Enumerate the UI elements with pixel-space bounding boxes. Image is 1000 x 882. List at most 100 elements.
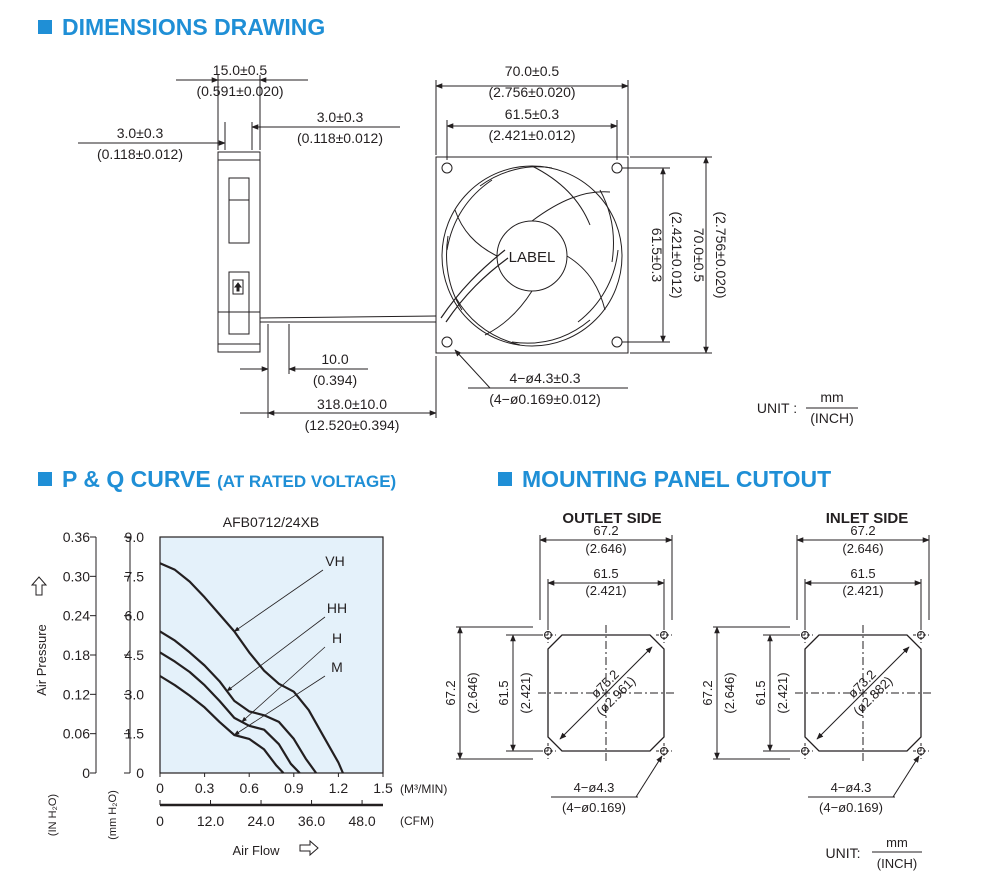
series-M-curve (159, 675, 285, 774)
inlet-pitch-label: 61.5 (850, 566, 875, 581)
dimensions-drawing (78, 75, 858, 418)
y-tick-label-in: 0.30 (63, 568, 90, 584)
y-tick-label-in: 0.12 (63, 686, 90, 702)
y-tick-label-mm: 6.0 (125, 608, 145, 624)
x-tick-label-m3min: 0 (156, 780, 164, 796)
section-subtitle: (AT RATED VOLTAGE) (217, 472, 397, 491)
x-unit-primary: (M³/MIN) (400, 782, 447, 796)
series-H-curve (159, 651, 301, 774)
rib-left-inch-label: (0.118±0.012) (97, 146, 183, 162)
series-M-leader (233, 675, 326, 736)
series-HH-leader (226, 616, 326, 692)
arrow-right-icon (299, 839, 319, 857)
outlet-v-pitch-inch-label: (2.421) (518, 672, 533, 713)
series-VH-label: VH (325, 553, 344, 569)
series-H-label: H (332, 630, 342, 646)
inlet-v-overall-inch-label: (2.646) (722, 672, 737, 713)
outlet-overall-inch-label: (2.646) (585, 541, 626, 556)
mounting-unit-prefix: UNIT: (826, 845, 861, 861)
lead-length-label: 318.0±10.0 (317, 396, 387, 412)
x-axis-label: Air Flow (233, 843, 281, 858)
side-width-label: 15.0±0.5 (213, 62, 268, 78)
fan-label-text: LABEL (509, 249, 556, 266)
outlet-overall-label: 67.2 (593, 523, 618, 538)
inlet-v-pitch-label: 61.5 (753, 680, 768, 705)
section-dimensions-drawing: DIMENSIONS DRAWING (38, 14, 325, 41)
y-tick-label-in: 0.18 (63, 647, 90, 663)
outlet-diameter-line (559, 646, 653, 740)
fan-side-view (217, 151, 437, 353)
x-tick-label-cfm: 0 (156, 813, 164, 829)
inlet-holes-inch-label: (4−ø0.169) (819, 800, 883, 815)
axis-layer: 9.07.56.04.53.01.500.360.300.240.180.120… (63, 529, 393, 829)
unit-prefix: UNIT : (757, 400, 797, 416)
side-width-inch-label: (0.591±0.020) (196, 83, 283, 99)
inlet-v-pitch-inch-label: (2.421) (775, 672, 790, 713)
y-axis-label: Air Pressure (34, 624, 49, 696)
wire-strip-inch-label: (0.394) (313, 372, 357, 388)
hole-pitch-inch-label: (2.421±0.012) (488, 127, 575, 143)
section-title: MOUNTING PANEL CUTOUT (522, 466, 832, 492)
y-tick-label-mm: 3.0 (125, 686, 145, 702)
series-M-label: M (331, 659, 343, 675)
vertical-pitch-label: 61.5±0.3 (649, 228, 665, 283)
hole-pitch-label: 61.5±0.3 (505, 106, 560, 122)
outlet-holes-label: 4−ø4.3 (574, 780, 615, 795)
inlet-holes-label: 4−ø4.3 (831, 780, 872, 795)
wire-strip-label: 10.0 (321, 351, 348, 367)
x-tick-label-cfm: 48.0 (348, 813, 375, 829)
outlet-hole-leader (635, 755, 663, 798)
y-tick-label-mm: 0 (136, 765, 144, 781)
x-tick-label-m3min: 0.6 (239, 780, 259, 796)
y-tick-label-in: 0 (82, 765, 90, 781)
section-bullet-icon (498, 472, 512, 486)
y-tick-label-in: 0.06 (63, 726, 90, 742)
section-title: DIMENSIONS DRAWING (62, 14, 326, 40)
outlet-dimension-labels: 67.2(2.646)61.5(2.421)67.2(2.646)61.5(2.… (443, 523, 638, 815)
inlet-v-overall-label: 67.2 (700, 680, 715, 705)
y-tick-label-in: 0.36 (63, 529, 90, 545)
y-tick-label-mm: 9.0 (125, 529, 145, 545)
section-title: P & Q CURVE (62, 466, 211, 492)
x-tick-label-m3min: 0.3 (195, 780, 215, 796)
inlet-side-title: INLET SIDE (826, 510, 909, 527)
overall-width-label: 70.0±0.5 (505, 63, 560, 79)
y-unit-secondary: (mm H₂O) (107, 790, 119, 839)
chart-title: AFB0712/24XB (223, 514, 320, 530)
series-HH-curve (159, 630, 317, 774)
y-tick-label-mm: 7.5 (125, 568, 145, 584)
series-VH-curve (159, 562, 344, 774)
rib-right-inch-label: (0.118±0.012) (297, 130, 383, 146)
y-tick-label-mm: 1.5 (125, 726, 145, 742)
rib-left-label: 3.0±0.3 (117, 125, 164, 141)
outlet-cutout-drawing (456, 535, 674, 798)
unit-inch: (INCH) (810, 410, 854, 426)
overall-width-inch-label: (2.756±0.020) (488, 84, 575, 100)
unit-mm: mm (820, 389, 843, 405)
outlet-v-overall-inch-label: (2.646) (465, 672, 480, 713)
rib-right-label: 3.0±0.3 (317, 109, 364, 125)
outlet-pitch-label: 61.5 (593, 566, 618, 581)
outlet-cutout-outline (547, 634, 665, 752)
plot-area (159, 536, 384, 774)
mounting-holes-label: 4−ø4.3±0.3 (509, 370, 580, 386)
section-mounting-panel-cutout: MOUNTING PANEL CUTOUT (498, 466, 831, 493)
inlet-overall-inch-label: (2.646) (842, 541, 883, 556)
vertical-overall-inch-label: (2.756±0.020) (713, 211, 729, 298)
lead-length-inch-label: (12.520±0.394) (305, 417, 400, 433)
vertical-pitch-inch-label: (2.421±0.012) (669, 211, 685, 298)
x-tick-label-m3min: 0.9 (284, 780, 304, 796)
section-bullet-icon (38, 472, 52, 486)
vertical-overall-label: 70.0±0.5 (691, 228, 707, 283)
inlet-dimension-labels: 67.2(2.646)61.5(2.421)67.2(2.646)61.5(2.… (700, 523, 895, 815)
arrow-up-icon (30, 576, 48, 596)
dimension-labels: 15.0±0.5 (0.591±0.020) 3.0±0.3 (0.118±0.… (97, 62, 854, 433)
outlet-holes-inch-label: (4−ø0.169) (562, 800, 626, 815)
outlet-v-overall-label: 67.2 (443, 680, 458, 705)
x-tick-label-cfm: 36.0 (298, 813, 325, 829)
mounting-unit-mm: mm (886, 835, 908, 850)
section-pq-curve: P & Q CURVE (AT RATED VOLTAGE) (38, 466, 396, 493)
